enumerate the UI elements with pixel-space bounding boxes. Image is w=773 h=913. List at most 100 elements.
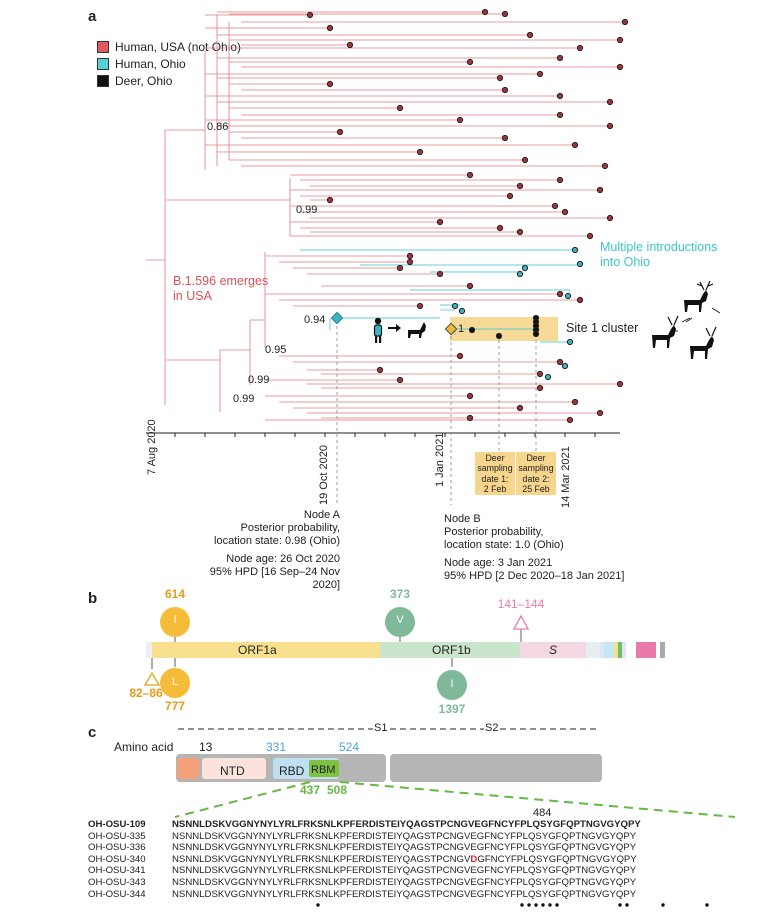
sequence-name: OH-OSU-343 [88, 877, 146, 888]
box-line: date 1: [481, 473, 509, 484]
sequence-name: OH-OSU-340 [88, 853, 146, 865]
legend-label: Deer, Ohio [115, 73, 173, 88]
tip-human-ohio [516, 270, 524, 278]
tip-human-ohio [576, 260, 584, 268]
mutation-777-aa: L [171, 676, 179, 688]
multiple-line: Multiple introductions [600, 240, 718, 254]
emerges-line: B.1.596 emerges [173, 274, 269, 288]
human-to-deer-icon [373, 317, 426, 343]
tip-human-usa [416, 302, 424, 310]
spike-domain-map [174, 728, 736, 818]
conserved-site-dot [534, 903, 538, 907]
tip-human-usa [571, 141, 579, 149]
node-a-marker [330, 311, 344, 325]
multiple-introductions-label: Multiple introductions into Ohio [600, 240, 717, 270]
s2-label: S2 [484, 722, 500, 734]
s1-label: S1 [373, 722, 389, 734]
support-value: 0.95 [265, 344, 287, 356]
orf6-bar [614, 642, 618, 658]
tip-human-usa [596, 409, 604, 417]
node-b-note: Node B Posterior probability, location s… [444, 513, 644, 583]
sequence-row: NSNNLDSKVGGNYNYLYRLFRKSNLKPFERDISTEIYQAG… [172, 819, 641, 831]
spike-s2-box [390, 754, 602, 782]
tip-human-usa [436, 218, 444, 226]
tip-human-usa [406, 258, 414, 266]
deletion-141-label: 141–144 [497, 597, 545, 611]
tip-human-usa [416, 148, 424, 156]
tip-human-usa [556, 111, 564, 119]
sequence-row: NSNNLDSKVGGNYNYLYRLFRKSNLKPFERDISTEIYQAG… [172, 865, 636, 877]
orf1a-label: ORF1a [238, 643, 277, 657]
panel-b-letter: b [88, 590, 98, 607]
mutation-1397-circle [437, 670, 467, 700]
tip-human-usa [466, 171, 474, 179]
signal-peptide-box [177, 758, 199, 779]
site-cluster-label: Site 1 cluster [566, 321, 639, 335]
orf1b-bar [380, 642, 520, 658]
tip-deer-ohio [468, 326, 476, 334]
axis-date-label: 1 Jan 2021 [434, 433, 446, 487]
mutation-614-aa: I [173, 614, 177, 626]
tip-human-usa [621, 18, 629, 26]
conserved-site-dot [541, 903, 545, 907]
tip-human-usa [326, 80, 334, 88]
emerges-line: in USA [173, 289, 212, 303]
deer-group-icon [652, 280, 721, 359]
deer-sampling-box-1: Deer sampling date 1: 2 Feb [475, 452, 515, 495]
tip-human-usa [336, 128, 344, 136]
mutation-777-circle [160, 668, 190, 698]
tip-human-usa [551, 202, 559, 210]
tip-human-ohio [458, 307, 466, 315]
tip-human-usa [556, 176, 564, 184]
tip-human-usa [501, 10, 509, 18]
node-b-line: location state: 1.0 (Ohio) [444, 539, 564, 551]
e-bar [600, 642, 604, 658]
multiple-line: into Ohio [600, 255, 651, 269]
tip-human-ohio [544, 373, 552, 381]
tip-human-usa [556, 358, 564, 366]
sequence-segment: GFNCYFPLQSYGFQPTNGVGYQPY [480, 819, 641, 830]
support-value: 0.99 [296, 204, 318, 216]
sequence-row: NSNNLDSKVGGNYNYLYRLFRKSNLKPFERDISTEIYQAG… [172, 842, 636, 854]
axis-date-label: 14 Mar 2021 [560, 446, 572, 508]
legend-swatch [97, 57, 109, 70]
mutation-1397-aa: I [450, 678, 454, 690]
orf8-bar [622, 642, 626, 658]
tip-human-usa [481, 8, 489, 16]
deletion-141-triangle [512, 614, 530, 630]
pos-13: 13 [199, 740, 213, 754]
tip-human-usa [616, 63, 624, 71]
box-line: Deer [526, 453, 546, 463]
conserved-site-dot [548, 903, 552, 907]
tip-human-usa [576, 296, 584, 304]
orf10-bar [660, 642, 665, 658]
tip-human-ohio [561, 362, 569, 370]
node-b-line: Posterior probability, [444, 526, 544, 538]
sequence-segment: GFNCYFPLQSYGFQPTNGVGYQPY [477, 853, 637, 865]
deer-sampling-box-2: Deer sampling date 2: 25 Feb [516, 452, 556, 495]
panel-a-letter: a [88, 8, 97, 25]
axis-date-label: 7 Aug 2020 [146, 405, 158, 475]
tip-human-usa [396, 104, 404, 112]
mutation-777-pos: 777 [164, 699, 186, 713]
support-value: 0.86 [207, 121, 229, 133]
mutation-373-circle [385, 607, 415, 637]
legend-item-deer-ohio: Deer, Ohio [97, 72, 241, 89]
orf1b-label: ORF1b [432, 643, 471, 657]
sequence-segment: NSNNLDSKVGGNYNYLYRLFRKSNLKPFERDISTEIYQAG… [172, 830, 471, 842]
axis-ticks [174, 433, 596, 437]
box-line: sampling [477, 463, 513, 474]
legend: Human, USA (not Ohio) Human, Ohio Deer, … [97, 38, 241, 89]
orf3-bar [586, 642, 600, 658]
tip-human-usa [306, 11, 314, 19]
sequence-segment: NSNNLDSKVGGNYNYLYRLFRKSNLKPFERDISTEIYQAG… [172, 877, 471, 888]
legend-item-human-ohio: Human, Ohio [97, 55, 241, 72]
m-bar [604, 642, 614, 658]
box-line: Deer [485, 453, 505, 463]
orf7-bar [618, 642, 622, 658]
sequence-segment: NSNNLDSKVGGNYNYLYRLFRKSNLKPFERDISTEIYQAG… [172, 888, 471, 900]
legend-item-human-usa: Human, USA (not Ohio) [97, 38, 241, 55]
tip-human-usa [436, 270, 444, 278]
sequence-position-484: E [470, 830, 477, 842]
support-value: 0.99 [248, 374, 270, 386]
